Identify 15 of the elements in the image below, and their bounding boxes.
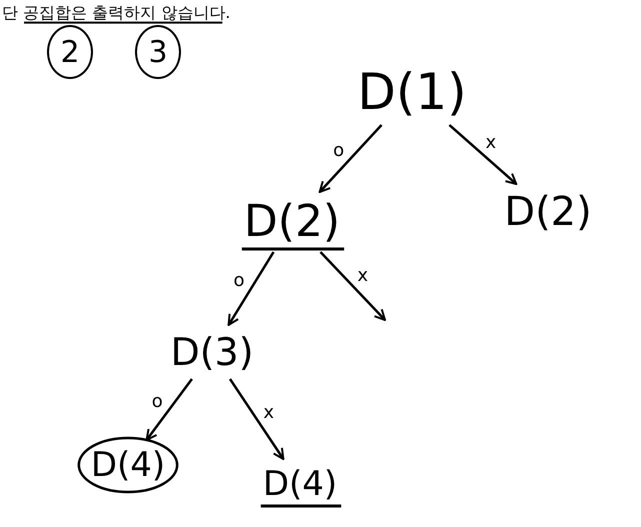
arrow [228,251,275,326]
arrow [146,378,193,441]
node-text: D(2) [504,192,592,232]
node-text: D(2) [244,200,340,244]
arrow [448,124,518,185]
note-text: 단 공집합은 출력하지 않습니다. [2,4,230,22]
circled-number: 3 [135,25,181,79]
node-text: D(1) [357,67,467,117]
arrow [228,378,284,460]
node-text: D(4) [262,467,338,501]
arrow [320,251,386,321]
node-text: D(4) [90,448,166,482]
circled-number: 2 [47,25,93,79]
node-text: D(3) [170,333,254,371]
arrow [318,124,382,193]
